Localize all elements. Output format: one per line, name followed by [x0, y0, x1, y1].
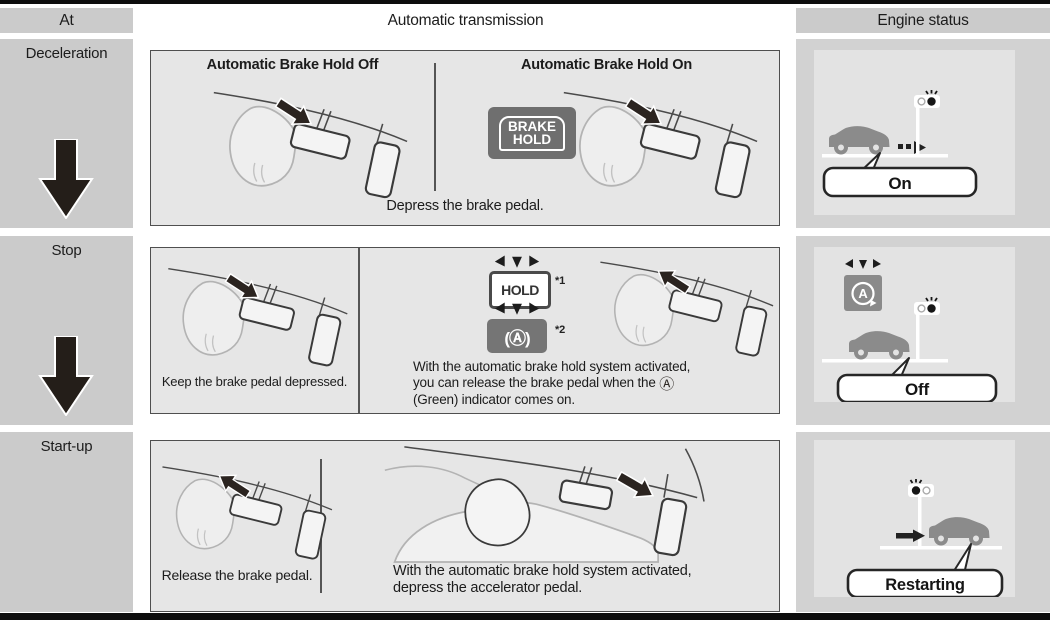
callout-box	[846, 568, 1004, 597]
blink-rays-icon	[494, 255, 540, 268]
stage-cell-deceleration: Deceleration	[0, 39, 133, 228]
brake-hold-switch-line1: BRAKE	[507, 118, 556, 134]
brake-pedal-press-illustration	[167, 267, 349, 368]
caption-depress-accelerator: With the automatic brake hold system act…	[393, 563, 773, 597]
stage-cell-startup: Start-up	[0, 432, 133, 612]
subpanel-divider	[358, 248, 360, 413]
brake-hold-switch-icon: BRAKE HOLD	[488, 107, 576, 159]
engine-cell-startup: Restarting	[796, 432, 1050, 612]
flow-down-arrow-icon	[39, 139, 93, 219]
blink-rays-icon	[845, 259, 881, 269]
header-transmission-cell: Automatic transmission	[140, 8, 791, 33]
caption-line-1: With the automatic brake hold system act…	[413, 359, 691, 374]
brake-hold-indicator-glyph: (Ⓐ)	[504, 328, 530, 348]
traffic-light-pole	[916, 102, 920, 154]
car-icon	[827, 124, 892, 155]
auto-idle-stop-letter: A	[858, 286, 868, 301]
traffic-light-icon	[913, 89, 941, 109]
brake-hold-indicator-icon: (Ⓐ)	[487, 319, 547, 353]
panel-stop: Keep the brake pedal depressed. HOLD *1 …	[150, 247, 780, 414]
hold-indicator-label: HOLD	[501, 282, 539, 298]
subpanel-title-off: Automatic Brake Hold Off	[206, 57, 379, 73]
stage-label-deceleration: Deceleration	[25, 45, 108, 62]
traffic-light-icon	[907, 478, 935, 498]
callout-box	[822, 166, 978, 198]
stage-cell-stop: Stop	[0, 236, 133, 425]
caption-keep-brake: Keep the brake pedal depressed.	[161, 374, 348, 389]
brake-hold-switch-line2: HOLD	[512, 131, 552, 147]
footnote-ref-2: *2	[555, 324, 565, 336]
caption-line-1: With the automatic brake hold system act…	[393, 563, 692, 579]
circled-a-inline-icon: Ⓐ	[659, 375, 675, 393]
subpanel-title-on: Automatic Brake Hold On	[520, 57, 693, 73]
engine-status-callout-label: On	[888, 174, 911, 193]
panel-startup: Release the brake pedal. With the automa…	[150, 440, 780, 612]
traffic-light-icon	[913, 296, 941, 316]
bottom-rule	[0, 613, 1050, 620]
brake-pedal-press-illustration	[562, 91, 759, 200]
top-rule	[0, 0, 1050, 4]
header-at-cell: At	[0, 8, 133, 33]
caption-line-2: you can release the brake pedal when the	[413, 374, 656, 390]
engine-cell-stop: A Off	[796, 236, 1050, 425]
brake-pedal-press-illustration	[212, 91, 409, 200]
stage-label-startup: Start-up	[40, 438, 93, 455]
header-engine-status-cell: Engine status	[796, 8, 1050, 33]
engine-status-callout-label: Off	[905, 380, 929, 399]
move-arrow-icon	[896, 529, 925, 542]
auto-idle-stop-indicator-icon: A	[844, 275, 882, 311]
engine-scene-on: On	[814, 50, 1015, 215]
engine-scene-off: A Off	[814, 247, 1015, 402]
car-icon	[847, 329, 912, 360]
flow-down-arrow-icon	[39, 336, 93, 416]
engine-status-callout-label: Restarting	[885, 576, 965, 594]
header-at-label: At	[59, 11, 74, 29]
traffic-light-pole	[918, 492, 922, 546]
caption-release-when-green: With the automatic brake hold system act…	[413, 359, 785, 407]
caption-line-3: (Green) indicator comes on.	[413, 391, 575, 407]
engine-scene-restarting: Restarting	[814, 440, 1015, 597]
stage-label-stop: Stop	[51, 242, 82, 259]
footnote-ref-1: *1	[555, 275, 565, 287]
blink-rays-icon	[494, 302, 540, 315]
traffic-light-pole	[916, 309, 920, 359]
caption-release-brake: Release the brake pedal.	[161, 567, 313, 583]
caption-depress-brake: Depress the brake pedal.	[386, 198, 544, 214]
panel-deceleration: Automatic Brake Hold Off Automatic Brake…	[150, 50, 780, 226]
brake-pedal-release-illustration	[161, 466, 333, 561]
caption-line-2: depress the accelerator pedal.	[393, 580, 583, 596]
accelerator-pedal-press-illustration	[384, 446, 705, 563]
header-engine-status-label: Engine status	[877, 11, 969, 29]
header-transmission-label: Automatic transmission	[387, 11, 544, 29]
creep-dashed-arrow-icon	[898, 141, 926, 154]
subpanel-divider	[434, 63, 436, 191]
brake-pedal-release-illustration	[599, 261, 775, 358]
callout-box	[836, 373, 998, 402]
engine-cell-deceleration: On	[796, 39, 1050, 228]
car-icon	[927, 515, 992, 546]
